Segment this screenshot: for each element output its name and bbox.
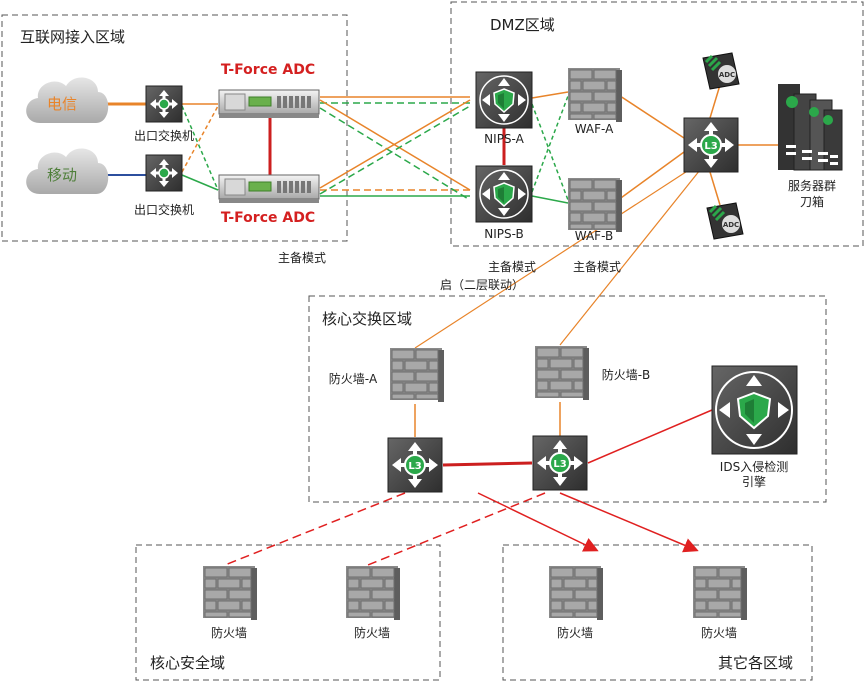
server-cluster-label: 服务器群 xyxy=(788,178,836,193)
dmz-zone-title: DMZ区域 xyxy=(490,16,555,34)
ids-label-line1: IDS入侵检测 xyxy=(720,459,788,474)
core-l3-switch-a-icon xyxy=(387,437,443,493)
adc-bottom-appliance xyxy=(218,174,320,204)
other-zone xyxy=(502,544,813,681)
core-l3-switch-b-icon xyxy=(532,435,588,491)
active-standby-label-1: 主备模式 xyxy=(278,251,326,265)
telecom-cloud-icon xyxy=(26,77,109,123)
server-blade-icon xyxy=(778,84,843,171)
core-security-zone-title: 核心安全域 xyxy=(150,654,225,672)
firewall-a-label: 防火墙-A xyxy=(329,371,378,386)
firewall-b-label: 防火墙-B xyxy=(602,367,651,382)
mobile-cloud-icon xyxy=(26,148,109,194)
l2-link-label: 启（二层联动） xyxy=(440,278,524,292)
other-zone-title: 其它各区域 xyxy=(718,654,793,672)
adc-top-appliance xyxy=(218,89,320,119)
waf-b-icon xyxy=(567,177,623,233)
firewall-b-icon xyxy=(534,345,590,401)
internet-zone xyxy=(1,14,348,242)
internet-zone-title: 互联网接入区域 xyxy=(20,28,125,46)
adc-top-icon xyxy=(701,51,741,91)
dmz-l3-switch-icon xyxy=(683,117,739,173)
exit-switch-bottom-label: 出口交换机 xyxy=(134,202,194,217)
security-firewall-1-icon xyxy=(202,565,258,621)
exit-switch-bottom-icon xyxy=(145,154,183,192)
nips-a-label: NIPS-A xyxy=(484,132,524,146)
firewall-a-icon xyxy=(389,347,445,403)
waf-a-label: WAF-A xyxy=(575,122,614,136)
nips-b-icon xyxy=(475,165,533,223)
nips-a-icon xyxy=(475,71,533,129)
security-firewall-2-label: 防火墙 xyxy=(354,625,390,640)
other-firewall-2-icon xyxy=(692,565,748,621)
core-zone xyxy=(308,295,827,503)
mobile-label: 移动 xyxy=(47,166,77,184)
active-standby-label-2: 主备模式 xyxy=(488,260,536,274)
adc-top-label: T-Force ADC xyxy=(221,62,315,78)
nips-b-label: NIPS-B xyxy=(484,227,524,241)
waf-b-label: WAF-B xyxy=(575,229,613,243)
active-standby-label-3: 主备模式 xyxy=(573,260,621,274)
exit-switch-top-icon xyxy=(145,85,183,123)
security-firewall-2-icon xyxy=(345,565,401,621)
adc-bottom-icon xyxy=(705,201,745,241)
ids-engine-icon xyxy=(711,365,798,455)
adc-bottom-label: T-Force ADC xyxy=(221,210,315,226)
other-firewall-1-icon xyxy=(548,565,604,621)
blade-box-label: 刀箱 xyxy=(800,194,824,209)
exit-switch-top-label: 出口交换机 xyxy=(134,128,194,143)
ids-label-line2: 引擎 xyxy=(742,474,766,489)
waf-a-icon xyxy=(567,67,623,123)
core-security-zone xyxy=(135,544,441,681)
other-firewall-1-label: 防火墙 xyxy=(557,625,593,640)
dmz-zone xyxy=(450,1,864,247)
telecom-label: 电信 xyxy=(47,95,77,113)
security-firewall-1-label: 防火墙 xyxy=(211,625,247,640)
other-firewall-2-label: 防火墙 xyxy=(701,625,737,640)
core-zone-title: 核心交换区域 xyxy=(322,310,412,328)
